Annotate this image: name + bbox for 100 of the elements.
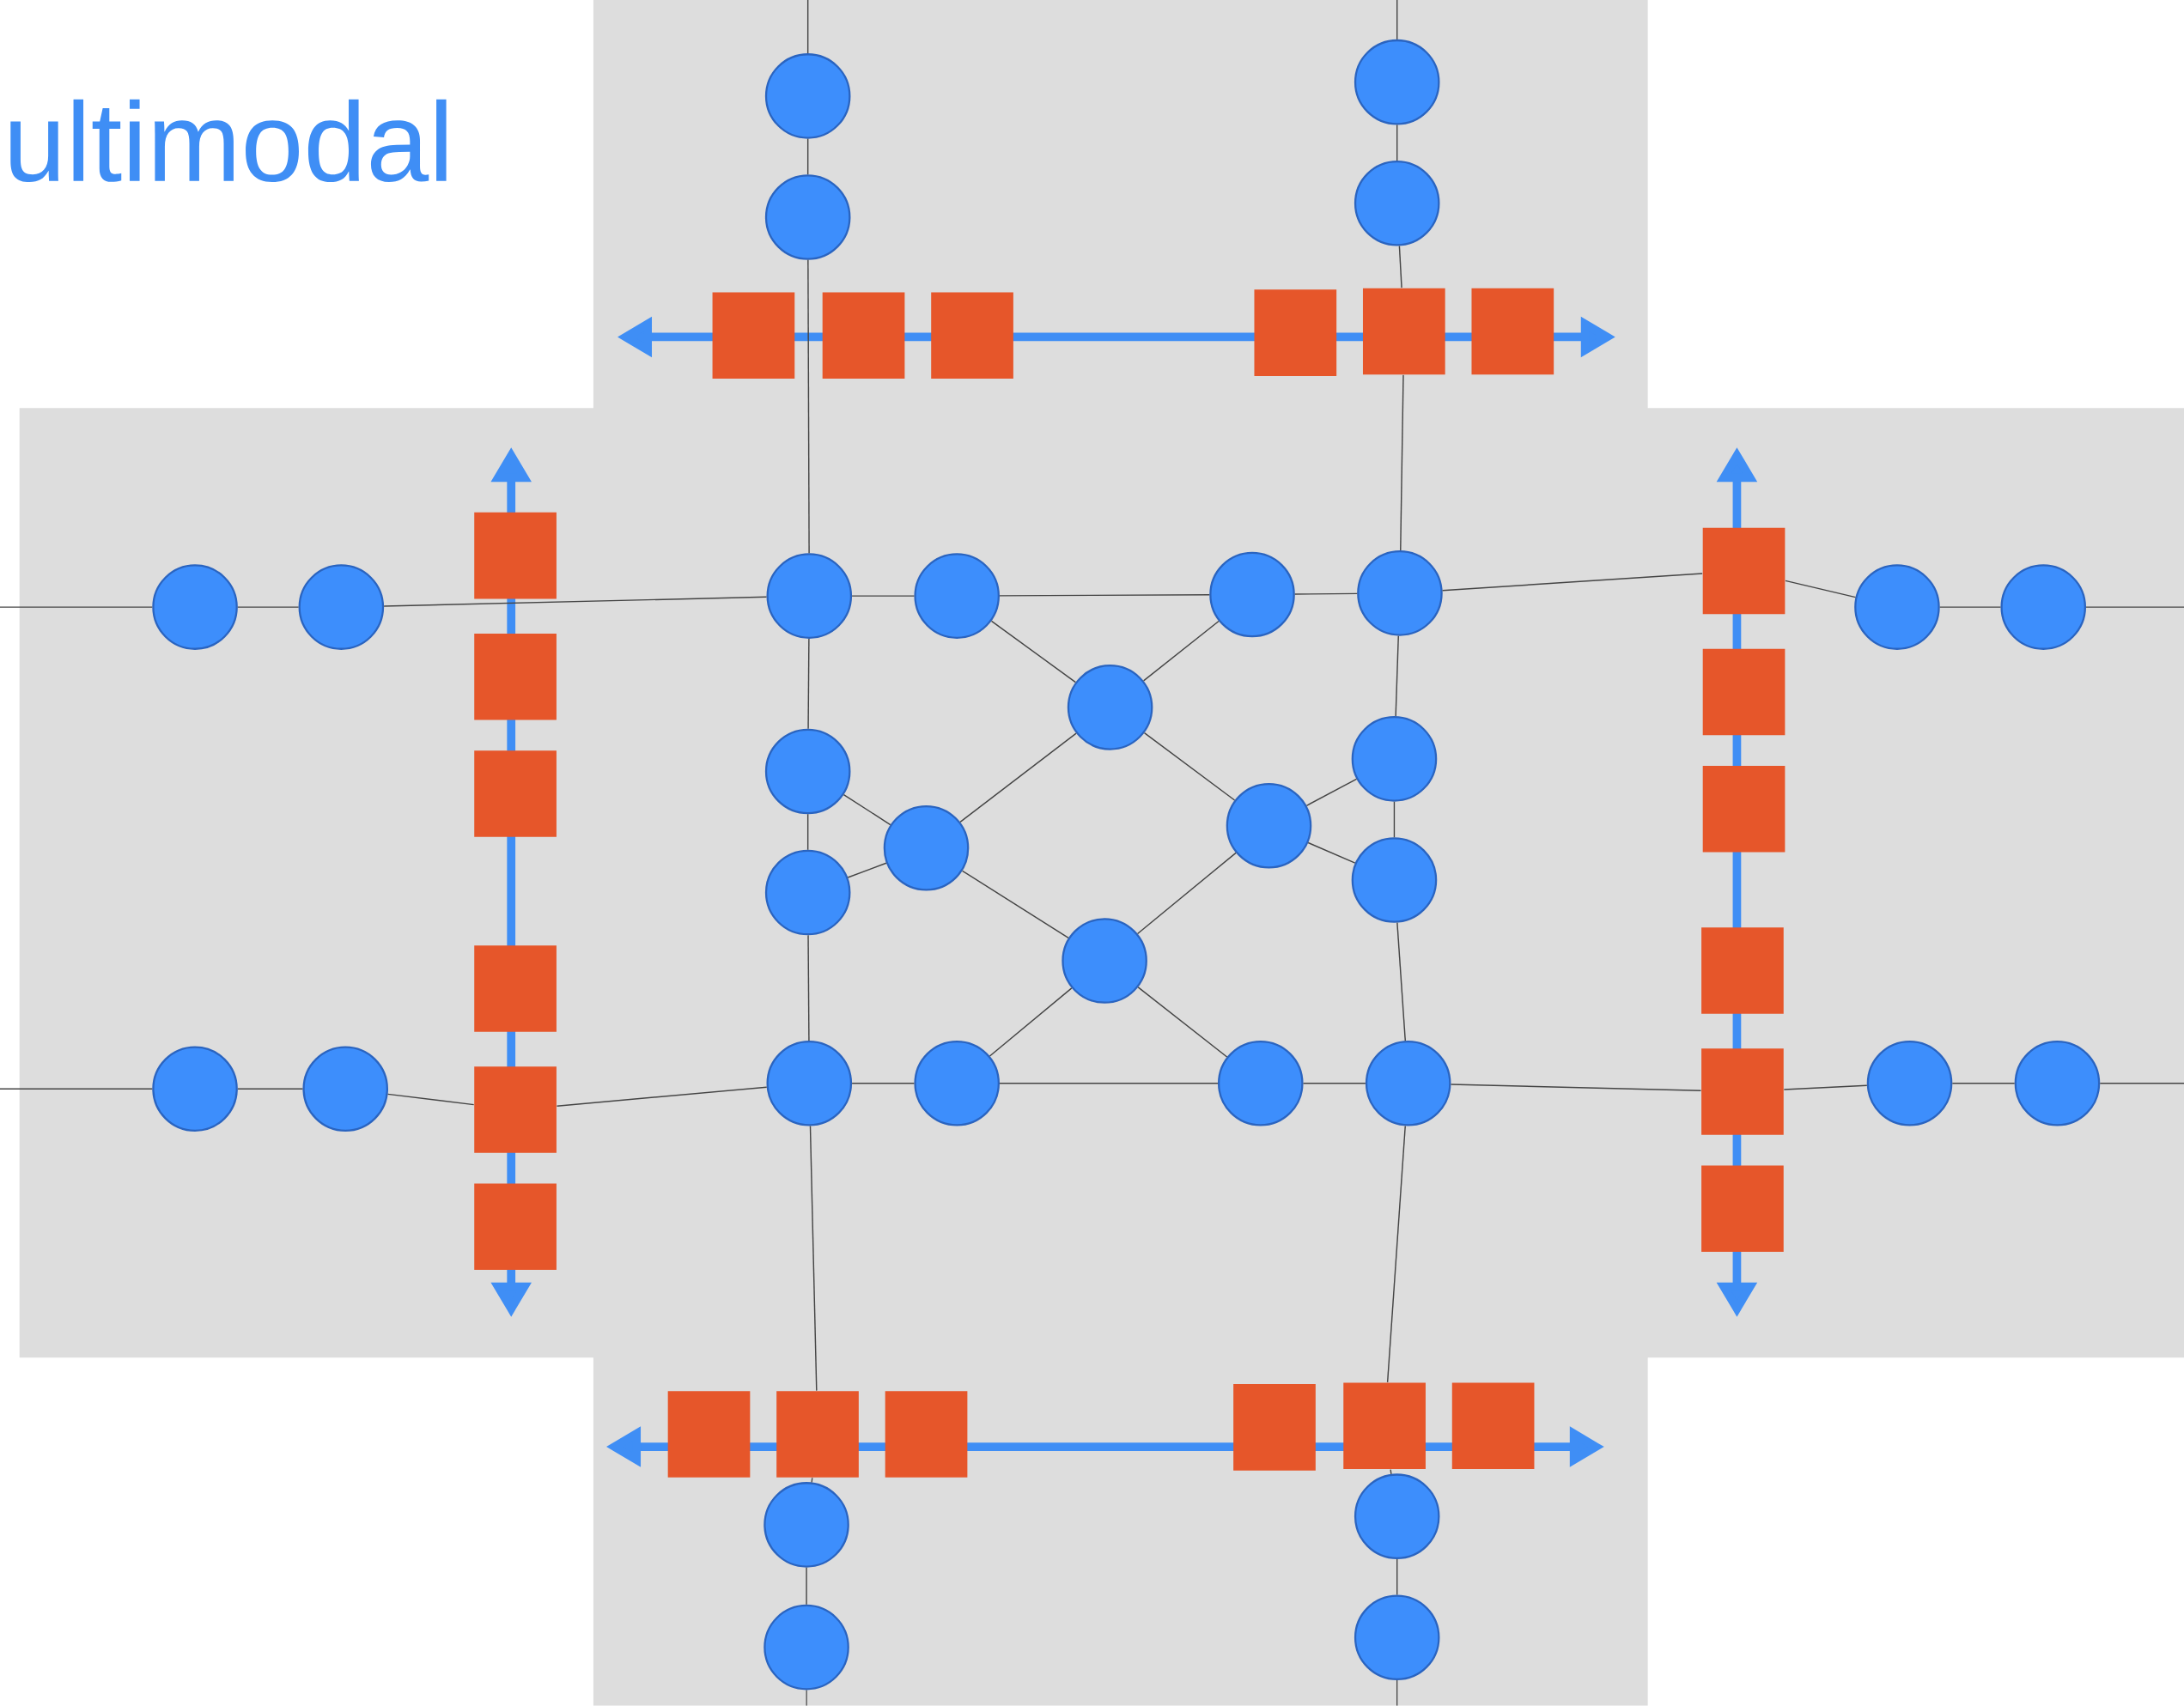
station-circle [298,564,385,650]
connector-line [1951,1083,2016,1084]
station-circle [914,1041,1000,1126]
connector-line [1396,922,1406,1041]
vehicle-square [474,512,557,599]
vehicle-square [1233,1384,1316,1471]
connector-line [0,606,153,608]
vehicle-square [1702,648,1786,736]
connector-line [1294,592,1358,595]
station-circle [763,1604,849,1691]
station-circle [764,728,851,815]
connector-line [961,870,1069,939]
connector-line [1396,124,1398,161]
connector-line [806,1689,807,1706]
station-circle [1217,1041,1304,1126]
connector-line [807,638,810,730]
connector-line [851,595,916,597]
vehicle-square [474,1066,557,1153]
connector-line [1305,778,1358,807]
station-circle [2014,1041,2101,1126]
vehicle-square [474,750,557,837]
connector-line [1142,620,1220,682]
vehicle-square [1702,766,1786,853]
connector-line [806,138,809,176]
vehicle-square [1451,1382,1535,1470]
connector-line [999,594,1210,597]
station-circle [152,564,238,650]
connector-line [990,620,1077,683]
connector-line [2085,606,2184,608]
vehicle-square [885,1391,968,1478]
connector-line [1390,1469,1392,1475]
station-circle [914,553,1000,640]
station-circle [766,553,853,640]
station-circle [883,805,970,891]
connector-line [556,1086,768,1108]
station-circle [1365,1041,1451,1126]
vehicle-square [667,1391,751,1478]
connector-line [1450,1084,1702,1092]
connector-line [809,1125,818,1392]
connector-line [1395,635,1399,717]
vehicle-square [776,1391,859,1478]
station-circle [1226,783,1312,869]
connector-line [1441,573,1703,592]
connector-line [1393,801,1396,839]
connector-line [847,862,887,878]
station-circle [1357,550,1443,636]
title: ultimodal [10,99,447,183]
connector-line [1143,732,1236,801]
station-circle [1354,1473,1440,1560]
station-circle [764,849,851,936]
vehicle-square [822,292,905,379]
connector-line [237,1088,304,1090]
connector-line [1137,987,1228,1058]
station-circle [1854,564,1940,650]
station-circle [1351,716,1438,802]
connector-line [1783,1084,1868,1090]
station-circle [1067,665,1153,750]
connector-line [851,1083,916,1084]
connector-line [2099,1083,2184,1084]
connector-line [383,596,768,607]
station-circle [1354,1594,1440,1681]
connector-line [1307,841,1356,865]
station-circle [764,174,851,260]
connector-line [1396,0,1398,40]
connector-line [1785,580,1857,598]
vehicle-square [474,945,557,1032]
connector-line [959,732,1077,823]
connector-line [811,1477,813,1484]
vehicle-square [1701,927,1784,1014]
connector-line [806,813,809,851]
vehicle-square [712,292,795,379]
connector-line [1400,374,1404,551]
vehicle-square [1702,527,1786,615]
station-circle [1351,837,1438,923]
vehicle-square [1701,1165,1784,1253]
station-circle [1354,161,1440,246]
vehicle-square [1701,1048,1784,1135]
connector-line [1396,1558,1398,1596]
connector-line [843,793,891,826]
vehicle-square [931,292,1013,379]
vehicle-square [1254,289,1337,376]
connector-line [806,0,809,54]
connector-line [1398,245,1402,288]
connector-line [1396,1679,1398,1706]
station-circle [1209,551,1295,638]
connector-line [1939,606,2002,608]
connector-line [1386,1125,1406,1383]
connector-line [386,1093,475,1106]
vehicle-square [1343,1382,1426,1470]
station-circle [766,1041,853,1126]
vehicle-square [474,1183,557,1271]
vehicle-square [1471,288,1554,375]
station-circle [764,53,851,139]
connector-line [807,259,810,555]
station-circle [1062,918,1147,1004]
connector-line [999,1083,1219,1084]
vehicle-square [474,634,557,720]
station-circle [763,1482,849,1568]
connector-line [1302,1083,1366,1084]
station-circle [302,1046,388,1132]
